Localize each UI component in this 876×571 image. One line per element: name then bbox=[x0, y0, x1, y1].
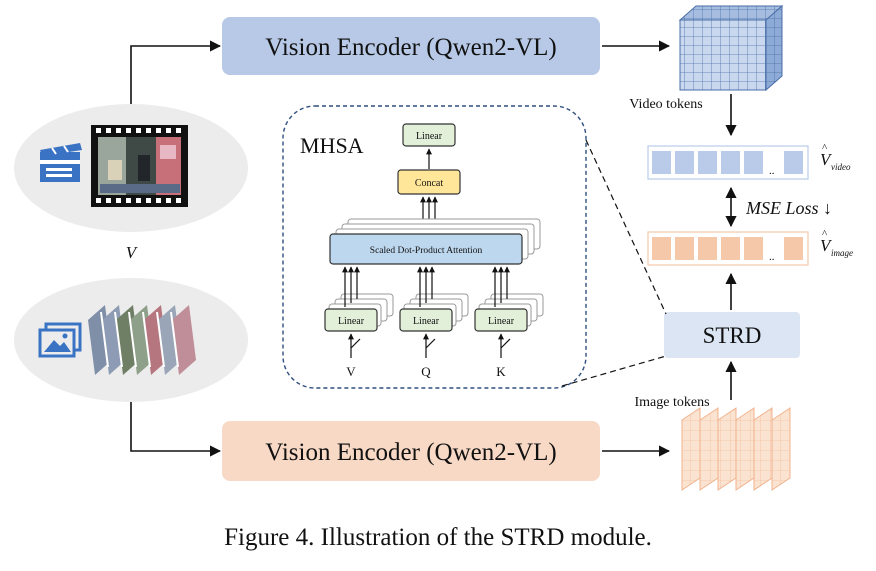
stacked-frames bbox=[88, 305, 196, 375]
zoom-line-top bbox=[585, 139, 667, 315]
attention-box bbox=[329, 233, 523, 265]
vision-encoder-bottom-label: Vision Encoder (Qwen2-VL) bbox=[265, 439, 556, 466]
svg-text:V: V bbox=[820, 150, 833, 169]
linear-q-label: Linear bbox=[413, 316, 440, 327]
linear-v-stack: Linear bbox=[324, 293, 394, 332]
concat-box: Concat bbox=[397, 169, 461, 195]
image-input-oval bbox=[14, 278, 248, 402]
v-image-dots: .. bbox=[769, 251, 775, 263]
vision-encoder-top: Vision Encoder (Qwen2-VL) bbox=[222, 17, 600, 75]
strd-label: STRD bbox=[703, 323, 762, 348]
svg-text:Linear: Linear bbox=[416, 131, 443, 142]
image-gallery-icon bbox=[38, 322, 82, 358]
svg-text:V: V bbox=[820, 236, 833, 255]
mse-loss-label: MSE Loss ↓ bbox=[745, 198, 832, 218]
svg-text:video: video bbox=[831, 162, 851, 172]
v-video-dots: .. bbox=[769, 165, 775, 177]
v-video-token-row: .. bbox=[647, 145, 809, 180]
video-symbol: V bbox=[126, 243, 139, 262]
video-tokens-label: Video tokens bbox=[629, 97, 702, 112]
image-tokens-stack bbox=[681, 407, 791, 491]
image-tokens-label: Image tokens bbox=[634, 395, 709, 410]
input-q: Q bbox=[421, 364, 431, 379]
film-strip bbox=[91, 125, 188, 207]
arrow-image-to-encoder bbox=[130, 402, 222, 457]
input-k: K bbox=[496, 364, 506, 379]
linear-k-label: Linear bbox=[488, 316, 515, 327]
arrows-inputs-to-linear bbox=[348, 333, 511, 358]
figure-caption: Figure 4. Illustration of the STRD modul… bbox=[224, 524, 652, 551]
strd-box: STRD bbox=[664, 312, 800, 358]
v-video-symbol: V ^ video bbox=[820, 142, 851, 172]
video-tokens-cube bbox=[678, 4, 784, 92]
attention-label: Scaled Dot-Product Attention bbox=[370, 246, 483, 256]
v-image-symbol: V ^ image bbox=[820, 228, 853, 258]
svg-text:Concat: Concat bbox=[415, 178, 444, 189]
linear-output-box: Linear bbox=[402, 123, 456, 147]
linear-v-label: Linear bbox=[338, 316, 365, 327]
svg-text:image: image bbox=[831, 248, 853, 258]
attention-box-stack: Scaled Dot-Product Attention bbox=[329, 218, 541, 265]
input-v: V bbox=[346, 364, 356, 379]
svg-text:^: ^ bbox=[822, 142, 828, 154]
video-input-oval bbox=[14, 104, 248, 232]
zoom-line-bottom bbox=[561, 355, 667, 387]
arrows-linear-to-attention bbox=[342, 266, 510, 307]
linear-q-stack: Linear bbox=[399, 293, 469, 332]
linear-k-stack: Linear bbox=[474, 293, 544, 332]
arrow-video-to-encoder bbox=[130, 40, 222, 104]
clapperboard-icon bbox=[40, 143, 82, 182]
vision-encoder-bottom: Vision Encoder (Qwen2-VL) bbox=[222, 421, 600, 481]
mhsa-title: MHSA bbox=[300, 133, 364, 158]
v-image-token-row: .. bbox=[647, 231, 809, 266]
vision-encoder-top-label: Vision Encoder (Qwen2-VL) bbox=[265, 34, 556, 61]
svg-text:^: ^ bbox=[822, 228, 828, 240]
